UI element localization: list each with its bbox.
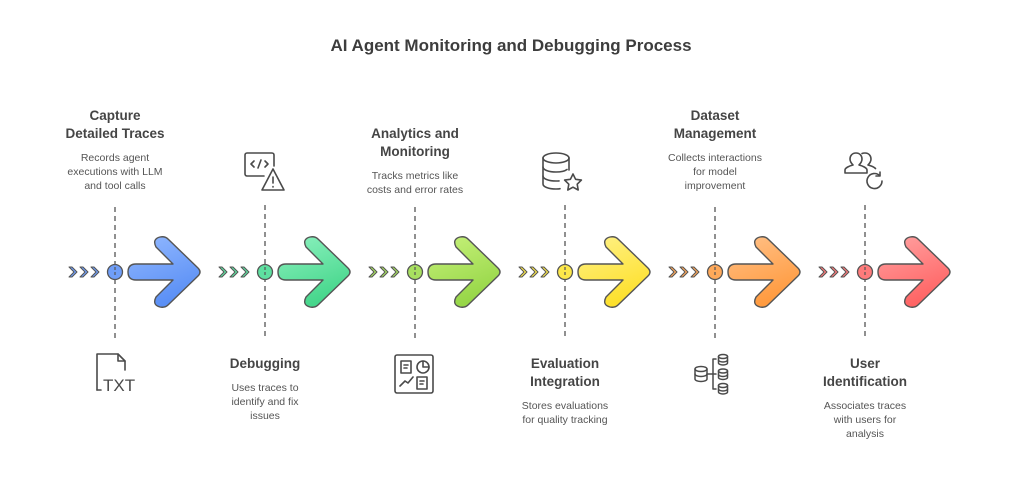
chevron-icon [68,266,78,278]
txt-file-icon: TXT [96,353,135,394]
step-4-heading: Evaluation [530,356,600,371]
step-4-description: for quality tracking [522,414,608,426]
chevron-icon [668,266,678,278]
step-1-heading: Capture [89,108,141,123]
step-5-description: improvement [684,180,746,192]
diagram-title: AI Agent Monitoring and Debugging Proces… [330,36,692,55]
chevron-icon [90,266,100,278]
step-3-heading: Monitoring [380,144,450,159]
step-2-heading: Debugging [229,356,301,371]
step-1-description: and tool calls [84,180,146,192]
chevron-icon [390,266,400,278]
step-arrow [427,236,501,308]
step-6-description: analysis [846,428,884,440]
step-2-description: issues [250,410,280,422]
database-star-icon [542,152,583,191]
step-arrow [127,236,201,308]
step-6-description: with users for [833,414,897,426]
step-6-heading: Identification [823,374,907,389]
chevron-icon [829,266,839,278]
step-5-description: for model [693,166,737,178]
step-arrow [577,236,651,308]
dashboard-icon [394,354,434,394]
chevron-icon [529,266,539,278]
step-6-heading: User [849,356,881,371]
txt-label: TXT [103,376,135,394]
step-2-label: Debugging Uses traces to identify and fix… [190,355,340,423]
code-warning-icon [244,152,285,191]
step-arrow [727,236,801,308]
step-3-description: costs and error rates [366,184,464,196]
step-1-heading: Detailed Traces [65,126,165,141]
step-2-description: identify and fix [231,396,299,408]
step-5-heading: Management [673,126,757,141]
chevron-icon [840,266,850,278]
step-arrow [277,236,351,308]
chevron-icon [79,266,89,278]
users-refresh-icon [844,152,883,190]
chevron-icon [540,266,550,278]
chevron-icon [229,266,239,278]
step-1-description: executions with LLM [67,166,163,178]
step-1-description: Records agent [80,152,150,164]
step-3-heading: Analytics and [371,126,459,141]
step-5-heading: Dataset [690,108,740,123]
step-6-description: Associates traces [823,400,907,412]
database-tree-icon [694,353,729,395]
chevron-icon [218,266,228,278]
chevron-icon [690,266,700,278]
chevron-icon [518,266,528,278]
step-arrow [877,236,951,308]
chevron-icon [679,266,689,278]
chevron-icon [368,266,378,278]
chevron-icon [240,266,250,278]
step-4-heading: Integration [530,374,600,389]
step-3-description: Tracks metrics like [371,170,459,182]
step-2-description: Uses traces to [231,382,299,394]
chevron-icon [379,266,389,278]
step-5-description: Collects interactions [668,152,762,164]
step-4-description: Stores evaluations [521,400,609,412]
chevron-icon [818,266,828,278]
